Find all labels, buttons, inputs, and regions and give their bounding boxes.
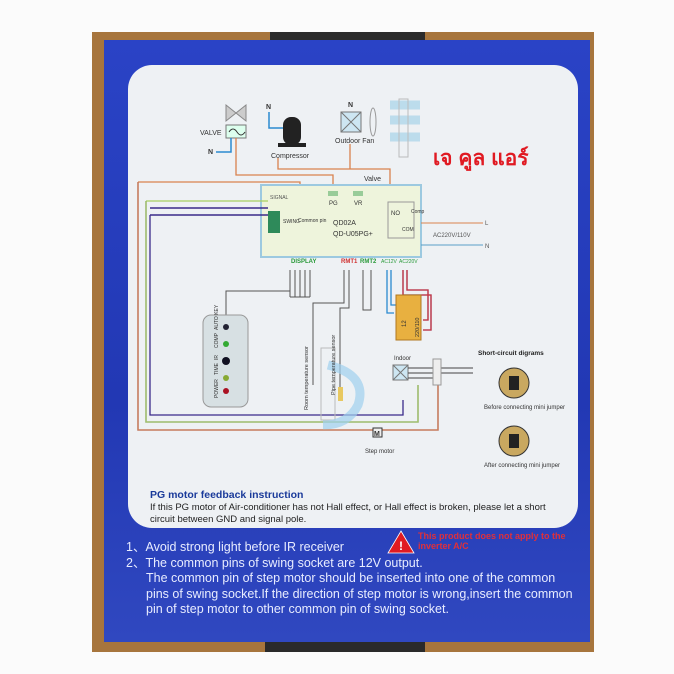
pipe-sensor-label: Pipe temperature sensor <box>331 335 337 395</box>
display-label: DISPLAY <box>291 259 316 265</box>
transformer-high-label: 220/110 <box>415 318 421 337</box>
outdoor-fan-icon <box>340 98 420 158</box>
room-sensor-label: Room temperature sensor <box>304 346 310 410</box>
control-board <box>260 184 422 258</box>
swing-label: SWING <box>283 219 300 225</box>
wiring-diagram: เจ คูล แอร์ VALVE N Compressor N Outdoor… <box>137 98 565 469</box>
valve-icon <box>225 103 247 139</box>
compressor-label: Compressor <box>271 153 310 160</box>
n-label: N <box>208 149 213 156</box>
ac220-label: AC220V <box>399 259 418 265</box>
note-1: 1、Avoid strong light before IR receiver <box>126 540 344 554</box>
after-label: After connecting mini jumper <box>484 463 560 469</box>
outdoor-fan-label: Outdoor Fan <box>335 138 374 145</box>
ac12-label: AC12V <box>381 259 398 265</box>
comp-label: Comp <box>411 209 425 215</box>
power-label: AC220V/110V <box>433 233 471 239</box>
key-time-label: TIME <box>214 362 220 375</box>
pg-instruction-title: PG motor feedback instruction <box>150 489 304 501</box>
key-comp-label: COMP <box>214 332 220 348</box>
no-label: NO <box>391 211 400 217</box>
before-label: Before connecting mini jumper <box>484 405 565 411</box>
vr-label: VR <box>354 201 363 207</box>
key-auto-label: AUTO KEY <box>214 304 220 330</box>
notes: 1、Avoid strong light before IR receiver … <box>126 540 576 618</box>
pg-instruction-text: If this PG motor of Air-conditioner has … <box>150 502 546 525</box>
step-motor-m: M <box>374 431 380 438</box>
transformer-low-label: 12 <box>402 320 408 327</box>
note-2: 2、The common pins of swing socket are 12… <box>126 555 423 570</box>
valve-wire-label: Valve <box>364 176 381 183</box>
key-ir-label: IR <box>214 355 220 360</box>
brand-title: เจ คูล แอร์ <box>433 146 529 172</box>
common-pin-label: Common pin <box>298 218 327 224</box>
l-label: L <box>485 221 489 227</box>
short-circuit-title: Short-circuit digrams <box>478 350 544 357</box>
com-label: COM <box>402 227 414 233</box>
signal-label: SIGNAL <box>270 195 289 201</box>
n-label: N <box>485 244 489 250</box>
step-motor-label: Step motor <box>365 449 394 455</box>
n-label: N <box>348 102 353 109</box>
svg-text:!: ! <box>399 539 403 553</box>
swing-socket <box>268 211 280 233</box>
compressor-icon <box>278 117 306 147</box>
model-1: QD02A <box>333 220 356 227</box>
note-3: The common pin of step motor should be i… <box>146 571 573 616</box>
rmt2-label: RMT2 <box>360 259 377 265</box>
key-power-label: POWER <box>214 379 220 398</box>
rmt1-label: RMT1 <box>341 259 358 265</box>
n-label: N <box>266 104 271 111</box>
valve-label: VALVE <box>200 130 222 137</box>
model-2: QD-U05PG+ <box>333 231 373 238</box>
transformer <box>395 294 422 341</box>
indoor-label: Indoor <box>394 356 411 362</box>
warning-icon: ! <box>387 530 415 554</box>
pg-label: PG <box>329 201 338 207</box>
warning-text: This product does not apply to the inver… <box>418 531 566 551</box>
